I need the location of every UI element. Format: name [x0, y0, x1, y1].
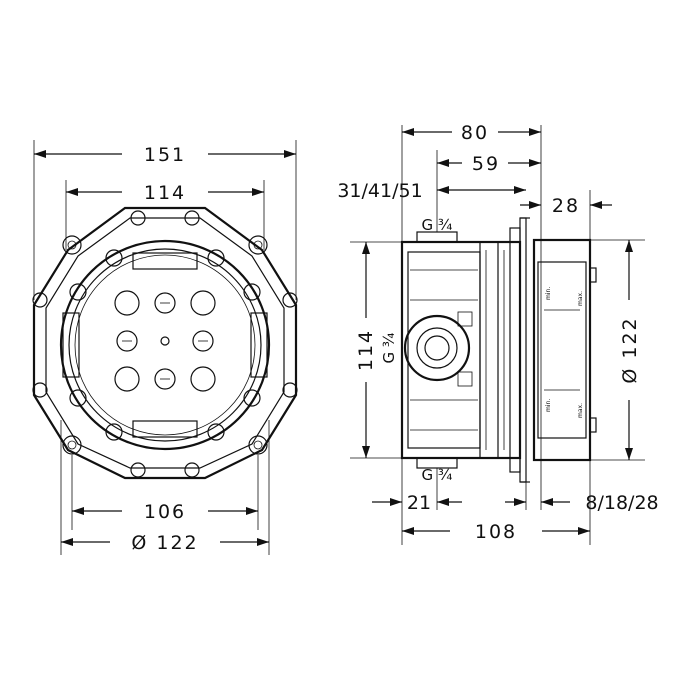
dim-offset-bottom: 21 — [407, 492, 431, 514]
front-view: 151 114 106 Ø 122 — [32, 140, 298, 555]
mounting-ears — [32, 210, 298, 478]
max-label-top: max. — [577, 291, 584, 306]
thread-label-middle: G ¾ — [380, 332, 398, 363]
side-view: min. max. min. max. G ¾ G ¾ G ¾ 80 59 31… — [337, 122, 659, 545]
valve-body — [400, 240, 522, 460]
dim-install-depths: 31/41/51 — [337, 180, 422, 202]
min-label-top: min. — [545, 287, 552, 300]
port-grid — [114, 290, 216, 392]
min-label-bottom: min. — [545, 399, 552, 412]
center-port — [403, 314, 471, 382]
dim-width-outer: 151 — [144, 144, 186, 166]
dim-diameter-side: Ø 122 — [619, 316, 641, 383]
dim-diameter-front: Ø 122 — [131, 532, 198, 554]
dim-overall-depth: 108 — [475, 521, 517, 543]
mounting-ring — [59, 239, 271, 451]
dim-depth-inner: 59 — [472, 153, 500, 175]
max-label-bottom: max. — [577, 403, 584, 418]
ring-screws — [69, 249, 261, 441]
dim-extension: 8/18/28 — [585, 492, 658, 514]
dim-cover-depth: 28 — [552, 195, 580, 217]
cover-box — [532, 238, 592, 462]
dim-width-flange: 114 — [144, 182, 186, 204]
dim-width-inner: 106 — [144, 501, 186, 523]
octagon-housing — [32, 206, 298, 480]
dim-depth-total: 80 — [461, 122, 489, 144]
dim-height: 114 — [355, 329, 377, 371]
